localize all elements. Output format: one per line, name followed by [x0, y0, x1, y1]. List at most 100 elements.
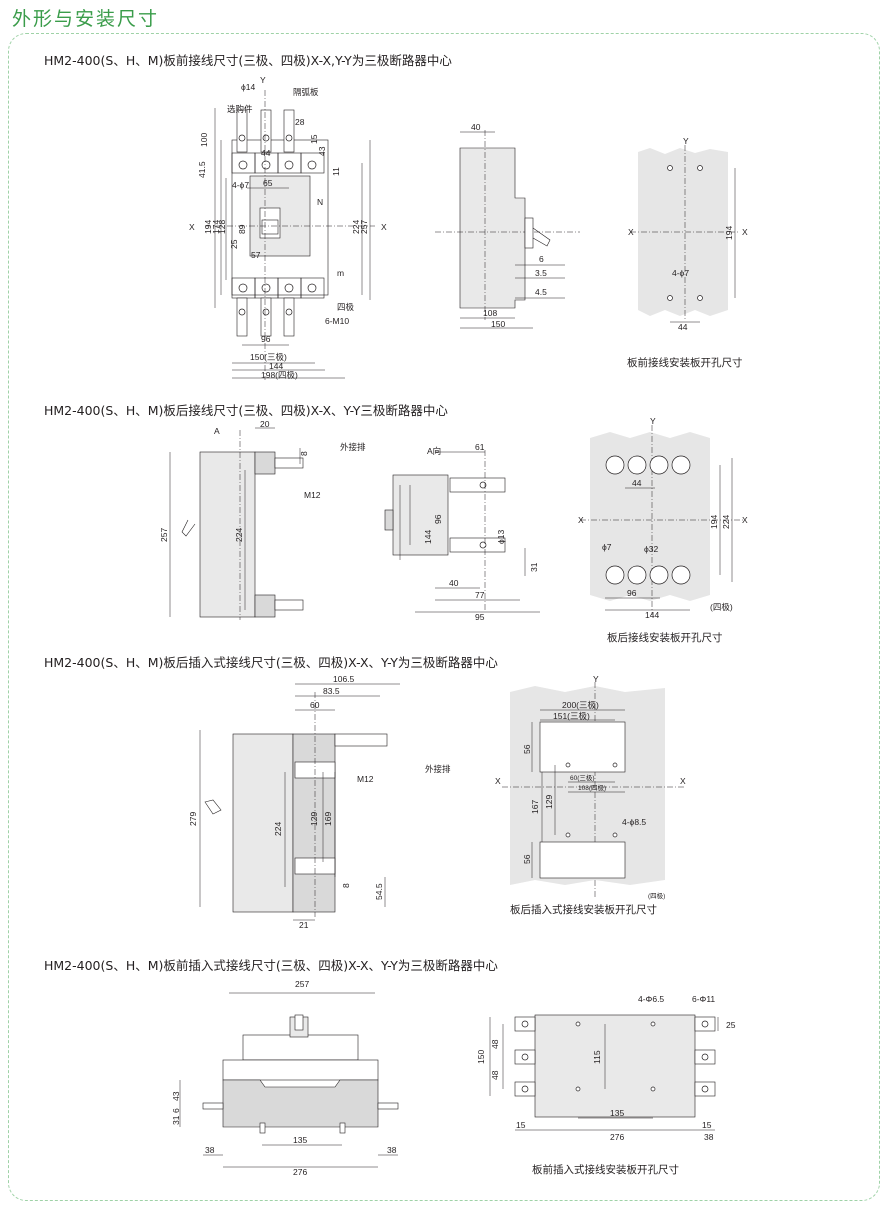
dim-15-left: 15	[516, 1120, 526, 1130]
label-4-holes-phi7: 4-ϕ7	[232, 180, 249, 190]
dim-6: 6	[171, 1108, 181, 1113]
dim-43: 43	[317, 146, 327, 156]
dim-224: 224	[234, 528, 244, 542]
label-external-busbar: 外接排	[340, 442, 366, 452]
label-phi7: ϕ7	[602, 542, 612, 552]
section-1-title: HM2-400(S、H、M)板前接线尺寸(三极、四极)X-X,Y-Y为三极断路器…	[44, 53, 452, 68]
dim-194-plate: 194	[724, 226, 734, 240]
dim-31: 31	[529, 562, 539, 572]
dim-115: 115	[592, 1050, 602, 1064]
dim-38-right: 38	[387, 1145, 397, 1155]
label-6-holes-phi11: 6-Φ11	[692, 994, 715, 1004]
label-phi14: ϕ14	[241, 82, 255, 92]
section-1-caption: 板前接线安装板开孔尺寸	[627, 357, 743, 369]
dim-40: 40	[449, 578, 459, 588]
front-wiring-panel-cutout: Y X X 194 4-ϕ7 44	[628, 136, 748, 332]
dim-257: 257	[159, 528, 169, 542]
dim-96: 96	[433, 514, 443, 524]
dim-41-5: 41.5	[197, 161, 207, 178]
dim-144: 144	[269, 361, 283, 371]
rear-wiring-side-view: A 20 8 外接排 M12 257 224	[159, 419, 366, 620]
dim-20: 20	[260, 419, 270, 429]
label-m12: M12	[357, 774, 374, 784]
dim-40: 40	[471, 122, 481, 132]
dim-144: 144	[423, 530, 433, 544]
dim-257: 257	[359, 220, 369, 234]
front-plugin-front-view: 257 43 6 31 135 38 38 276	[171, 979, 399, 1177]
dim-83-5: 83.5	[323, 686, 340, 696]
dim-56-top: 56	[522, 744, 532, 754]
dim-174: 174	[211, 220, 221, 234]
front-wiring-front-view: ϕ14 Y 隔弧板 选购件 100 28 15 44 43 41.5 11 4-…	[189, 75, 387, 380]
label-a-view: A向	[427, 446, 441, 456]
dim-44: 44	[632, 478, 642, 488]
section-4-title: HM2-400(S、H、M)板前插入式接线尺寸(三极、四极)X-X、Y-Y为三极…	[44, 958, 498, 973]
dim-129: 129	[544, 795, 554, 809]
dim-48-top: 48	[490, 1039, 500, 1049]
label-y-axis: Y	[650, 416, 656, 426]
dim-25: 25	[229, 239, 239, 249]
label-x-axis-left: X	[578, 515, 584, 525]
label-x-axis-right-plate: X	[742, 227, 748, 237]
dim-194: 194	[709, 515, 719, 529]
dim-108: 108	[483, 308, 497, 318]
label-4-holes-phi8-5: 4-ϕ8.5	[622, 817, 646, 827]
dim-129: 129	[309, 812, 319, 826]
dim-38: 38	[704, 1132, 714, 1142]
dim-96: 96	[261, 334, 271, 344]
dim-21: 21	[299, 920, 309, 930]
label-arc-barrier: 隔弧板	[293, 87, 319, 97]
dim-128: 128	[217, 220, 227, 234]
dim-57: 57	[251, 250, 261, 260]
section-4-caption: 板前插入式接线安装板开孔尺寸	[532, 1164, 679, 1176]
dim-89: 89	[237, 224, 247, 234]
label-y-axis: Y	[593, 674, 599, 684]
label-x-axis-right: X	[381, 222, 387, 232]
dim-257: 257	[295, 979, 309, 989]
dim-198-four-pole: 198(四极)	[261, 370, 298, 380]
label-neutral-n: N	[317, 197, 323, 207]
front-wiring-side-view: 40 6 3.5 4.5 108 150	[435, 122, 580, 329]
dim-135: 135	[610, 1108, 624, 1118]
rear-plugin-side-view: 106.5 83.5 60 外接排 M12 279 224 129 169 8 …	[188, 674, 451, 930]
dim-276: 276	[293, 1167, 307, 1177]
dim-95: 95	[475, 612, 485, 622]
content-frame	[8, 33, 880, 1201]
page-title: 外形与安装尺寸	[12, 8, 160, 30]
dim-135: 135	[293, 1135, 307, 1145]
dim-44-plate: 44	[678, 322, 688, 332]
label-x-axis-left-plate: X	[628, 227, 634, 237]
dim-15-right: 15	[702, 1120, 712, 1130]
label-four-pole: 四极	[337, 302, 355, 312]
dim-150: 150	[491, 319, 505, 329]
dim-61: 61	[475, 442, 485, 452]
label-y-axis-plate: Y	[683, 136, 689, 146]
label-four-pole: (四极)	[710, 602, 733, 612]
dim-77: 77	[475, 590, 485, 600]
dim-200-three-pole: 200(三极)	[562, 700, 599, 710]
dim-56-bottom: 56	[522, 854, 532, 864]
dim-15: 15	[309, 134, 319, 144]
label-x-axis-right: X	[742, 515, 748, 525]
label-4-holes-phi6-5: 4-Φ6.5	[638, 994, 664, 1004]
label-external-busbar: 外接排	[425, 764, 451, 774]
dim-194: 194	[203, 220, 213, 234]
label-4-holes-phi7-plate: 4-ϕ7	[672, 268, 689, 278]
label-optional-part: 选购件	[227, 104, 253, 114]
label-phi13: ϕ13	[496, 530, 506, 544]
dim-25: 25	[726, 1020, 736, 1030]
label-phi32: ϕ32	[644, 544, 658, 554]
dim-31: 31	[171, 1115, 181, 1125]
dim-224: 224	[351, 220, 361, 234]
label-6-m10: 6-M10	[325, 316, 349, 326]
dim-44: 44	[261, 148, 271, 158]
dim-11: 11	[331, 167, 341, 176]
dim-151-three-pole: 151(三极)	[553, 711, 590, 721]
dim-28: 28	[295, 117, 305, 127]
label-x-axis-left: X	[495, 776, 501, 786]
dim-96: 96	[627, 588, 637, 598]
dim-60-three-pole: 60(三极)	[570, 773, 595, 782]
dim-38-left: 38	[205, 1145, 215, 1155]
section-2-title: HM2-400(S、H、M)板后接线尺寸(三极、四极)X-X、Y-Y三极断路器中…	[44, 403, 448, 418]
dim-100: 100	[199, 133, 209, 147]
